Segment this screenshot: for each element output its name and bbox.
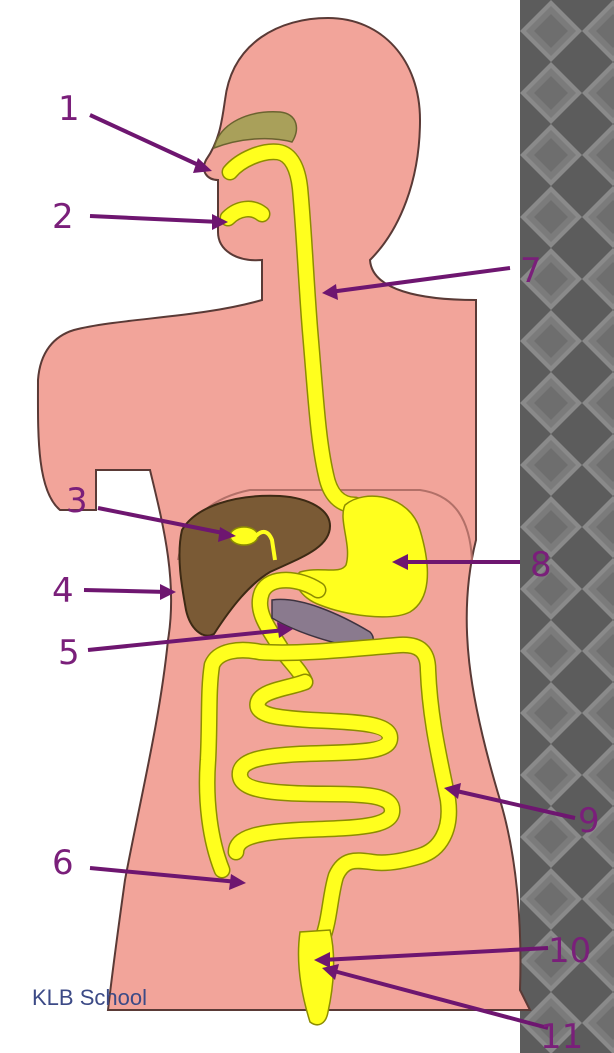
label-6: 6 <box>52 843 74 883</box>
credit-text: KLB School <box>32 985 147 1010</box>
label-5: 5 <box>58 633 80 673</box>
label-8: 8 <box>530 545 552 585</box>
label-4: 4 <box>52 571 74 611</box>
diamond-pattern-panel <box>520 0 614 1053</box>
label-2: 2 <box>52 197 74 237</box>
label-9: 9 <box>578 801 600 841</box>
label-7: 7 <box>520 251 542 291</box>
label-11: 11 <box>540 1017 583 1053</box>
label-1: 1 <box>58 89 80 129</box>
label-10: 10 <box>548 931 591 971</box>
label-3: 3 <box>66 481 88 521</box>
